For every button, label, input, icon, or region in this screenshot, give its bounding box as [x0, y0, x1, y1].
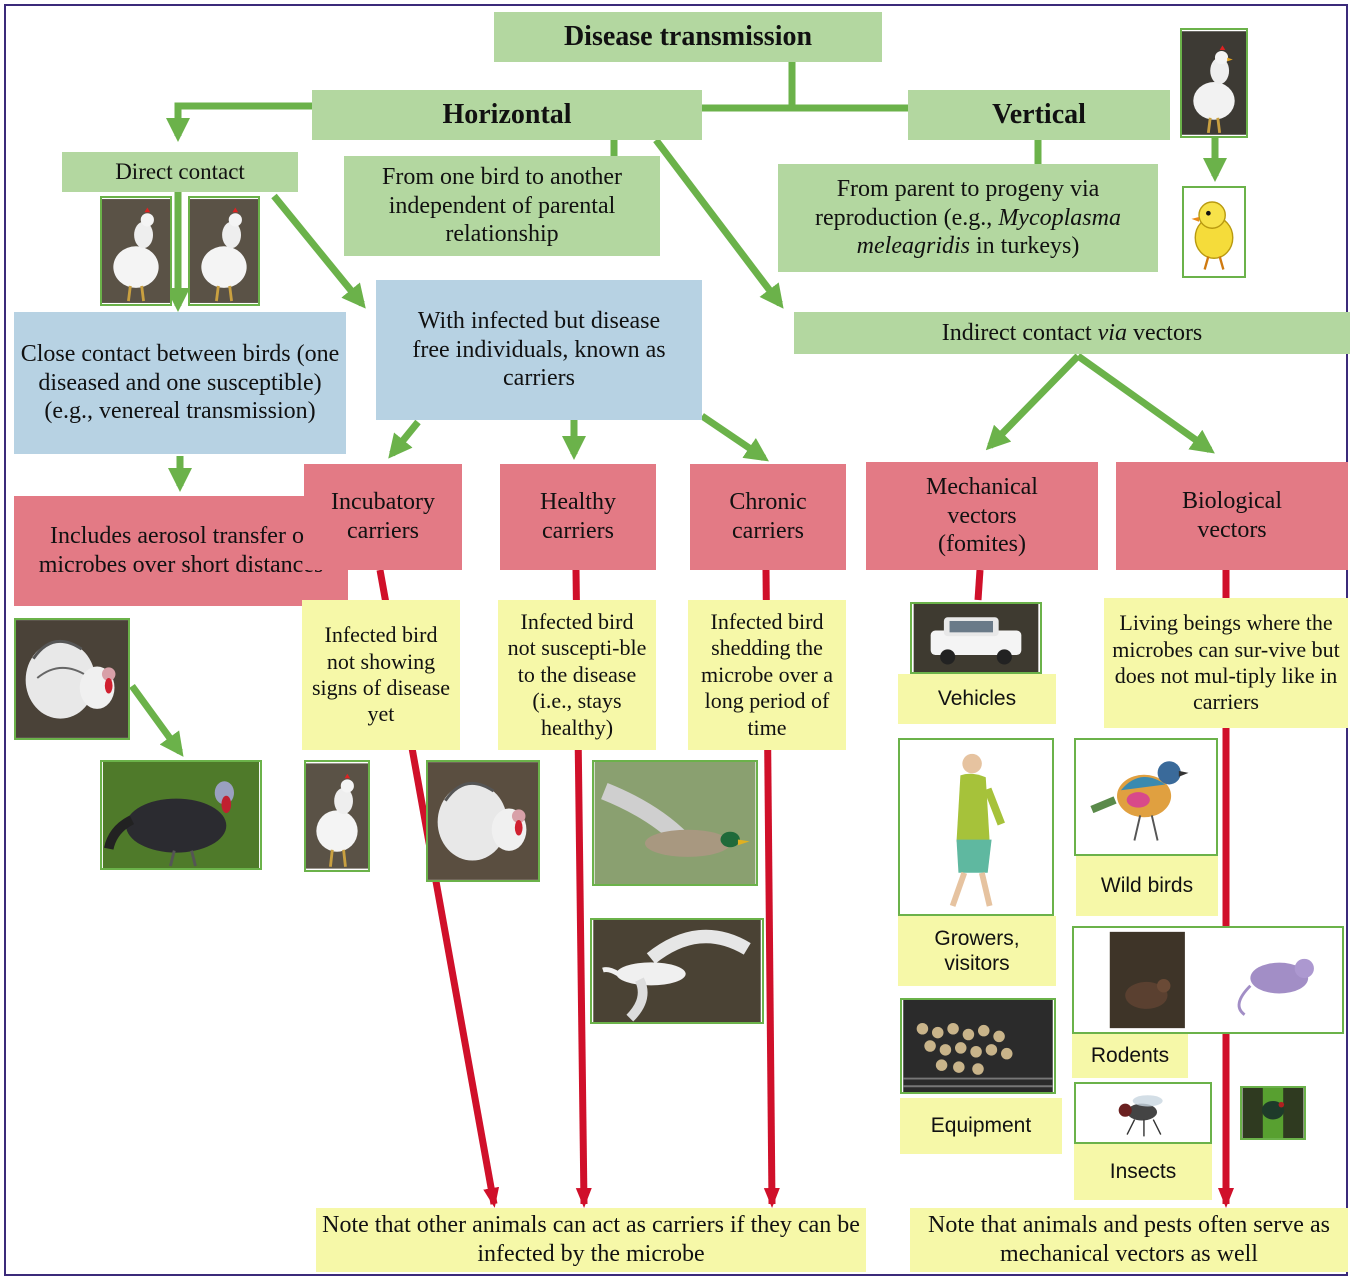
- growers-visitors-label: Growers, visitors: [898, 916, 1056, 986]
- arrow-direct-to-carriers: [271, 193, 366, 309]
- biological-description: Living beings where the microbes can sur…: [1104, 598, 1348, 728]
- close-contact-box: Close contact between birds (one disease…: [14, 312, 346, 454]
- arrow-carriers-to-incubatory: [388, 419, 421, 459]
- healthy-description: Infected bird not suscepti-ble to the di…: [498, 600, 656, 750]
- horizontal-description: From one bird to another independent of …: [344, 156, 660, 256]
- arrow-turkey-to-turkey: [129, 683, 184, 757]
- vertical-box: Vertical: [908, 90, 1170, 140]
- wild-bird-picture: [1074, 738, 1218, 856]
- mechanical-vectors-box: Mechanical vectors (fomites): [866, 462, 1098, 570]
- arrow-to-direct-contact: [166, 102, 312, 142]
- grower-picture: [898, 738, 1054, 916]
- aerosol-box: Includes aerosol transfer of microbes ov…: [14, 496, 348, 606]
- swan-picture: [590, 918, 764, 1024]
- biological-vectors-box: Biological vectors: [1116, 462, 1348, 570]
- carriers-box: With infected but disease free individua…: [376, 280, 702, 420]
- dark-turkey-picture: [100, 760, 262, 870]
- housefly-picture: [1074, 1082, 1212, 1144]
- incubatory-carriers-box: Incubatory carriers: [304, 464, 462, 570]
- arrow-horizontal-to-indirect: [653, 137, 784, 309]
- arrow-carriers-to-chronic: [700, 413, 769, 462]
- chick-picture: [1182, 186, 1246, 278]
- direct-contact-box: Direct contact: [62, 152, 298, 192]
- vertical-description: From parent to progeny via reproduction …: [778, 164, 1158, 272]
- healthy-carriers-box: Healthy carriers: [500, 464, 656, 570]
- vertical-desc-italic: Mycoplasma meleagridis: [856, 204, 1121, 260]
- rodents-picture: [1072, 926, 1344, 1034]
- insects-label: Insects: [1074, 1144, 1212, 1200]
- indirect-pre: Indirect contact: [941, 319, 1098, 346]
- hen-picture-left: [100, 196, 172, 306]
- wild-birds-label: Wild birds: [1076, 856, 1218, 916]
- horizontal-box: Horizontal: [312, 90, 702, 140]
- indirect-italic: via: [1097, 319, 1127, 346]
- rodents-label: Rodents: [1072, 1034, 1188, 1078]
- vehicles-label: Vehicles: [898, 674, 1056, 724]
- equipment-label: Equipment: [900, 1098, 1062, 1154]
- vertical-desc-post: in turkeys): [970, 233, 1080, 260]
- arrow-indirect-to-mechanical: [985, 353, 1081, 451]
- chronic-description: Infected bird shedding the microbe over …: [688, 600, 846, 750]
- indirect-contact-box: Indirect contact via vectors: [794, 312, 1350, 354]
- vehicle-picture: [910, 602, 1042, 674]
- incubatory-description: Infected bird not showing signs of disea…: [302, 600, 460, 750]
- equipment-picture: [900, 998, 1056, 1094]
- hen-picture: [1180, 28, 1248, 138]
- hen-picture-right: [188, 196, 260, 306]
- arrow-indirect-to-biological: [1075, 353, 1215, 454]
- carrier-turkey-picture: [426, 760, 540, 882]
- vertical-desc-pre: From parent to progeny via reproduction …: [815, 175, 1100, 231]
- red-connector-mechanical: [974, 569, 984, 601]
- beetle-picture: [1240, 1086, 1306, 1140]
- title-box: Disease transmission: [494, 12, 882, 62]
- chronic-carriers-box: Chronic carriers: [690, 464, 846, 570]
- vectors-note: Note that animals and pests often serve …: [910, 1208, 1348, 1272]
- white-turkey-picture: [14, 618, 130, 740]
- indirect-post: vectors: [1126, 319, 1203, 346]
- carriers-note: Note that other animals can act as carri…: [316, 1208, 866, 1272]
- carrier-hen-picture: [304, 760, 370, 872]
- mallard-picture: [592, 760, 758, 886]
